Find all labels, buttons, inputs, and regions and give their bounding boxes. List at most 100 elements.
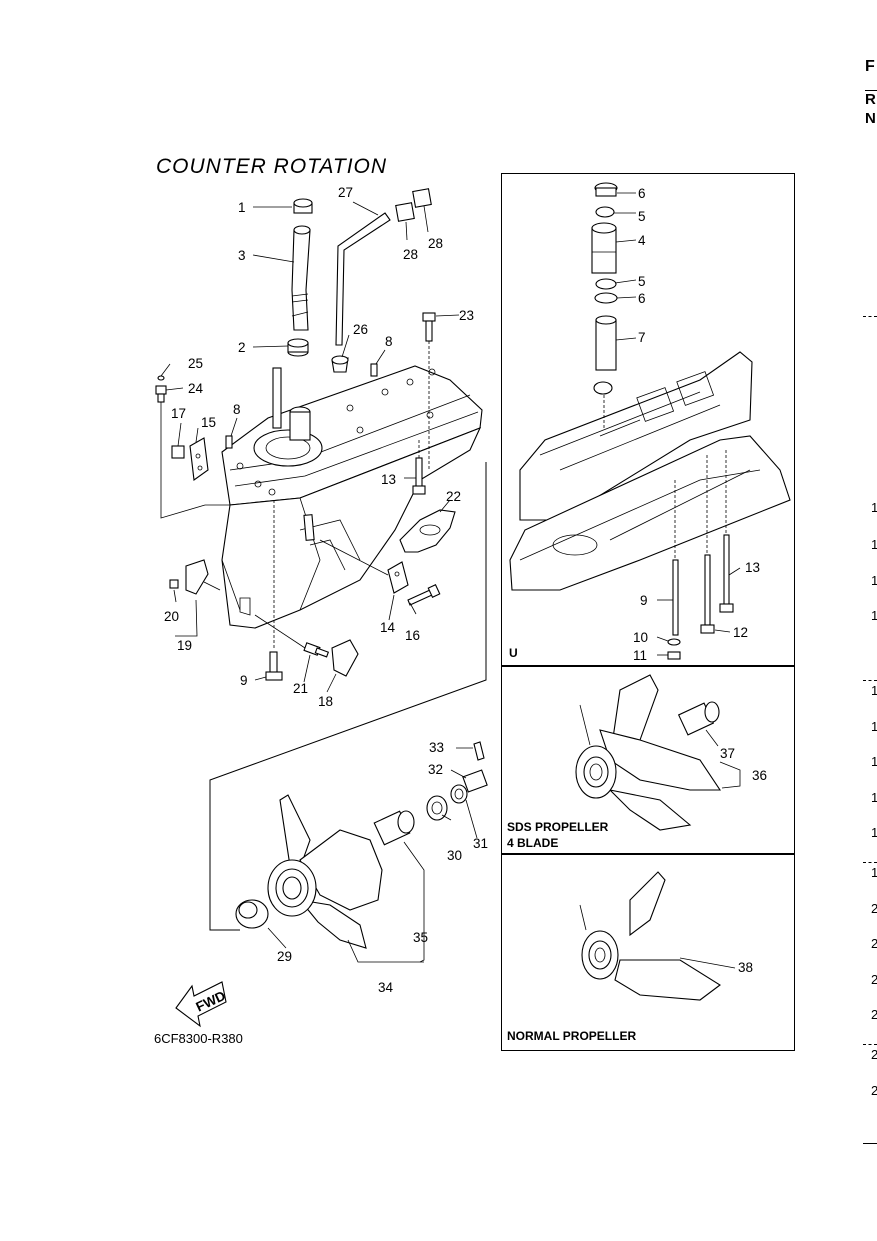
propeller-leader-lines	[267, 747, 478, 963]
edge-letter-n: N	[865, 110, 876, 127]
normal-propeller-label: NORMAL PROPELLER	[507, 1029, 637, 1043]
edge-rule	[863, 680, 877, 681]
part-22-anode	[399, 509, 456, 553]
callout-16: 16	[405, 628, 420, 643]
callout-30: 30	[447, 848, 462, 863]
callout-14: 14	[380, 620, 396, 635]
part-17-nut	[171, 445, 185, 459]
callout-12: 12	[733, 625, 748, 640]
callout-24: 24	[188, 381, 204, 396]
part-27-shift-rod	[335, 212, 391, 346]
callout-6: 6	[638, 186, 646, 201]
normal-leader-line	[679, 957, 736, 969]
callout-18: 18	[318, 694, 333, 709]
edge-rule	[863, 1143, 877, 1144]
callout-13: 13	[381, 472, 396, 487]
callout-8: 8	[233, 402, 241, 417]
callout-3: 3	[238, 248, 246, 263]
callout-26: 26	[353, 322, 368, 337]
edge-letter-f: F	[865, 58, 875, 75]
sds-leader-lines	[705, 729, 741, 789]
main-propeller-assembly	[235, 741, 488, 949]
callout-20: 20	[164, 609, 179, 624]
callout-5: 5	[638, 274, 646, 289]
callout-21: 21	[293, 681, 308, 696]
edge-number: 1	[871, 537, 877, 552]
callout-2: 2	[238, 340, 246, 355]
sds-label-line2: 4 BLADE	[507, 836, 559, 850]
part-1-collar	[293, 198, 313, 214]
edge-number: 1	[871, 825, 877, 840]
callout-1: 1	[238, 200, 246, 215]
callout-35: 35	[413, 930, 428, 945]
part-19-anode	[185, 559, 209, 595]
part-28-pads	[395, 188, 432, 222]
edge-number: 2	[871, 1047, 877, 1062]
callout-38: 38	[738, 960, 753, 975]
part-24-fitting	[155, 385, 167, 403]
upper-box-label: U	[509, 646, 518, 660]
callout-10: 10	[633, 630, 648, 645]
edge-letter-r: R	[865, 91, 876, 108]
part-14-anode-block	[387, 561, 409, 594]
callout-28: 28	[403, 247, 418, 262]
callout-17: 17	[171, 406, 186, 421]
fwd-arrow-icon: FWD	[175, 981, 228, 1028]
edge-rule	[863, 1044, 877, 1045]
edge-number: 2	[871, 901, 877, 916]
diagram-title: COUNTER ROTATION	[156, 155, 388, 178]
edge-number: 2	[871, 1083, 877, 1098]
diagram-code: 6CF8300-R380	[154, 1031, 243, 1046]
callout-9: 9	[240, 673, 248, 688]
part-18-anode	[331, 639, 359, 677]
inset-box-upper	[501, 173, 795, 667]
sds-label-line1: SDS PROPELLER	[507, 820, 609, 834]
lower-unit-housing	[205, 365, 483, 629]
edge-number: 1	[871, 608, 877, 623]
part-21-bolt	[303, 642, 330, 658]
part-8-dowel	[370, 363, 378, 377]
callout-9: 9	[640, 593, 648, 608]
upper-inset-leader-lines	[603, 192, 741, 656]
normal-propeller-drawing	[579, 871, 721, 1001]
callout-36: 36	[752, 768, 767, 783]
callout-11: 11	[633, 648, 647, 663]
part-2-grommet	[287, 338, 309, 357]
edge-number: 2	[871, 1007, 877, 1022]
upper-casing-inset	[509, 182, 791, 660]
edge-rule	[865, 90, 877, 91]
callout-28: 28	[428, 236, 443, 251]
part-25-cap	[157, 375, 165, 381]
edge-number: 1	[871, 790, 877, 805]
callout-13: 13	[745, 560, 760, 575]
callout-37: 37	[720, 746, 735, 761]
edge-number: 1	[871, 719, 877, 734]
callout-7: 7	[638, 330, 646, 345]
edge-number: 1	[871, 573, 877, 588]
callout-29: 29	[277, 949, 292, 964]
part-9-bolt	[265, 651, 283, 681]
part-3-water-tube	[291, 225, 311, 331]
callout-31: 31	[473, 836, 488, 851]
fwd-arrow-label: FWD	[194, 988, 228, 1015]
callout-4: 4	[638, 233, 646, 248]
inset-box-normal-propeller	[501, 853, 795, 1051]
edge-number: 1	[871, 500, 877, 515]
callout-19: 19	[177, 638, 192, 653]
part-23-bolt	[422, 312, 436, 342]
sds-propeller-drawing	[575, 674, 722, 831]
edge-number: 2	[871, 936, 877, 951]
callout-numbers: 1 2 3 8 8 9 13 14 15 16 17 18 19 20 21 2…	[164, 185, 767, 995]
edge-number: 2	[871, 972, 877, 987]
part-15-plate	[189, 437, 209, 481]
part-26-bushing	[331, 355, 349, 373]
callout-25: 25	[188, 356, 203, 371]
part-16-bolt	[407, 584, 441, 606]
callout-leader-lines	[160, 201, 487, 931]
edge-number: 1	[871, 754, 877, 769]
edge-number: 1	[871, 683, 877, 698]
inset-box-sds-propeller	[501, 665, 795, 855]
callout-32: 32	[428, 762, 443, 777]
edge-rule	[863, 316, 877, 317]
